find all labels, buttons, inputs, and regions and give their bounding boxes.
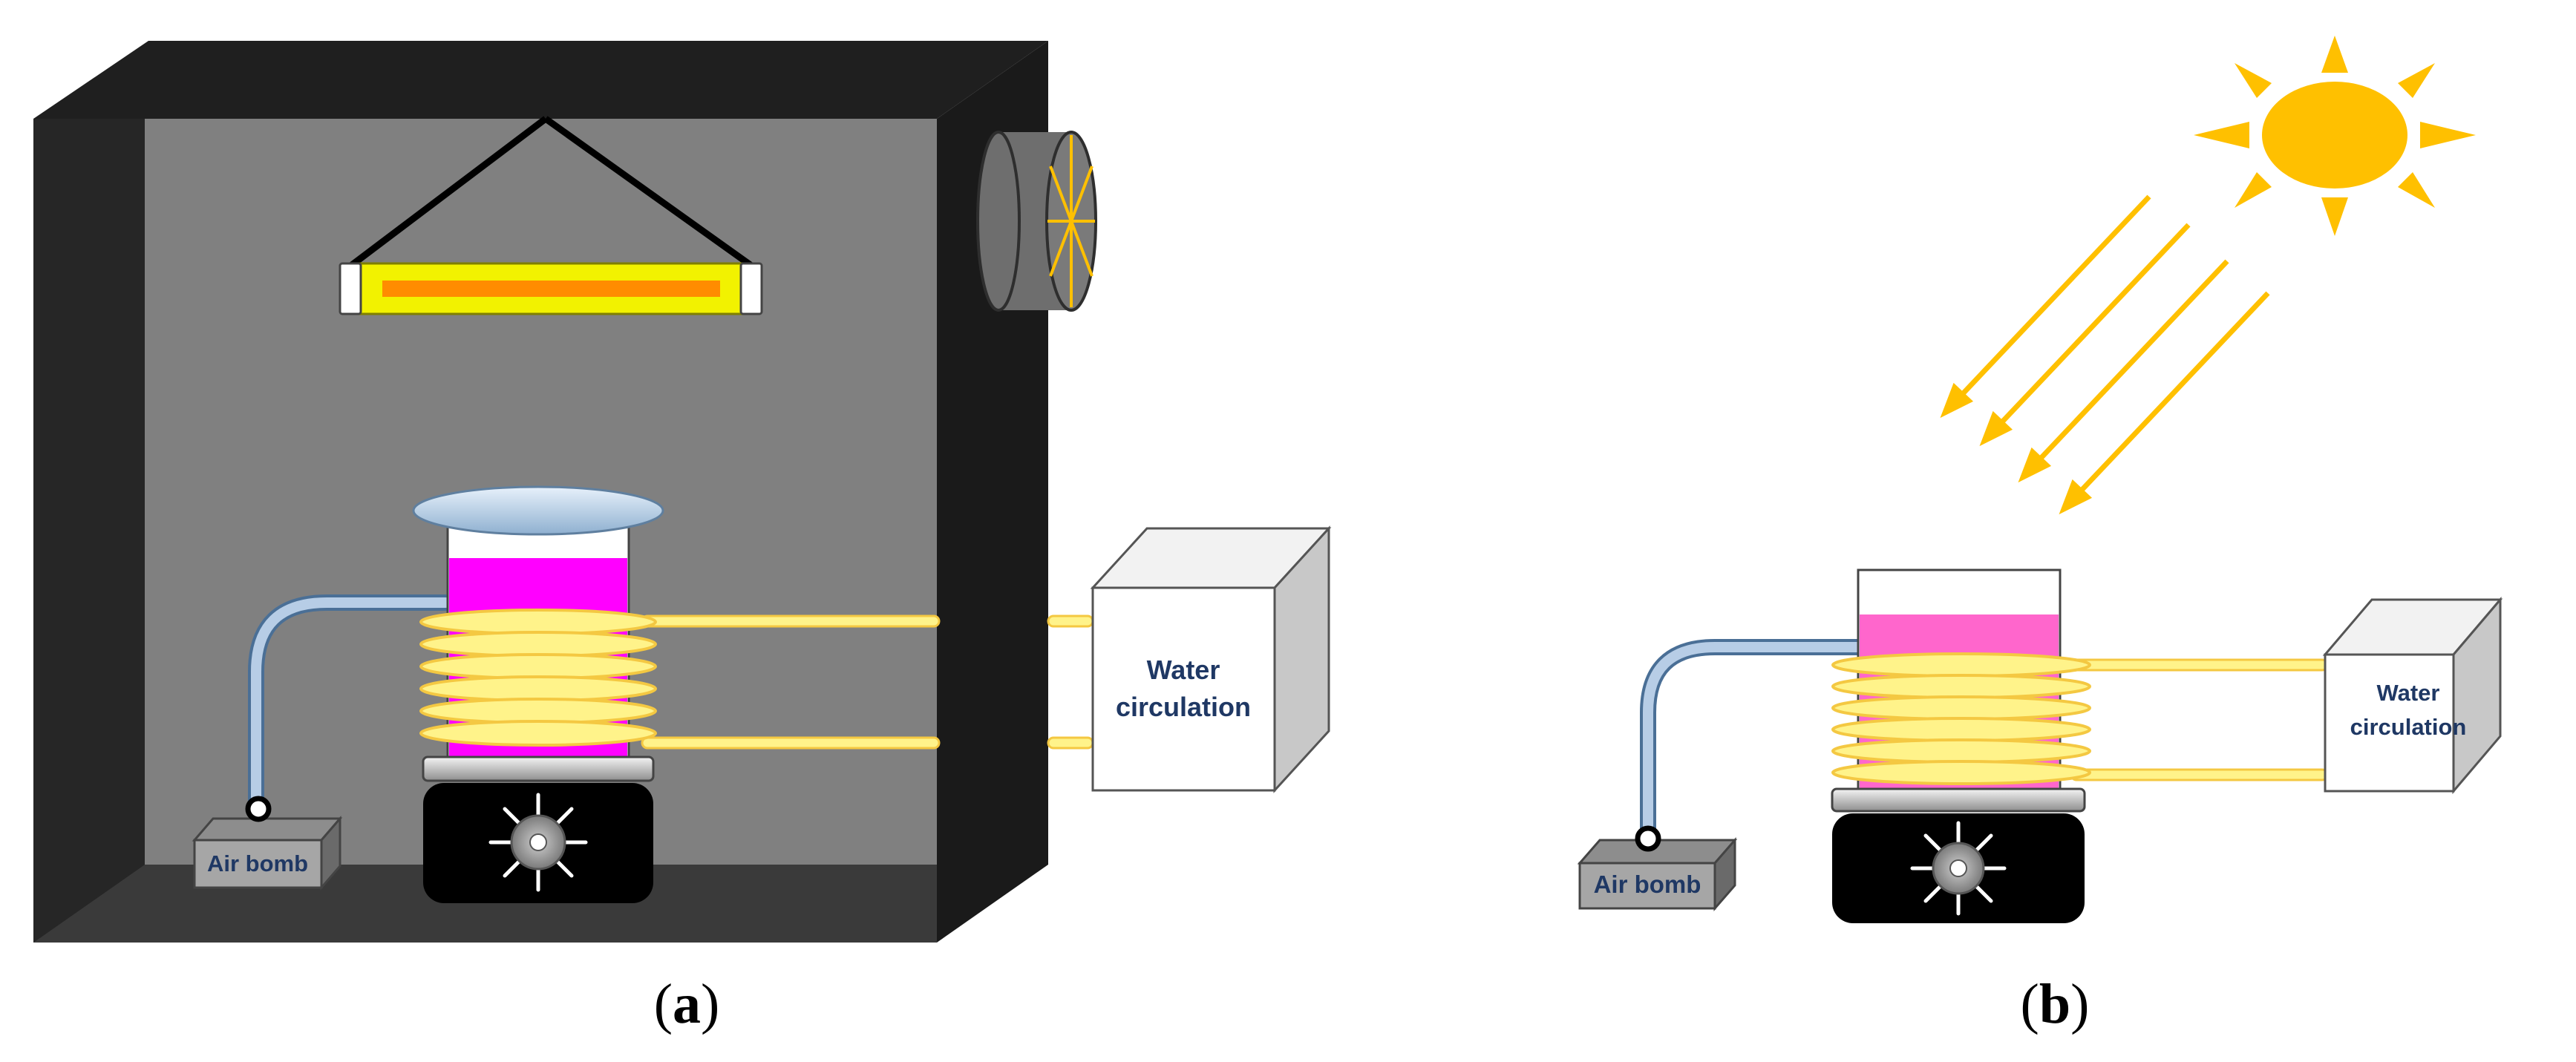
hose-lower-outside [1047,736,1094,750]
air-tube-a [251,597,451,814]
water-hoses-b [2070,658,2329,781]
cooling-coil-b [1831,652,2091,785]
water-circulation-label-line2: circulation [1116,692,1251,722]
pump-top [192,817,343,842]
hose-upper-outside [1047,614,1094,628]
pump-front [193,839,323,889]
panel-b: Water circulation [1577,36,2503,1035]
pump-outlet [245,796,272,822]
water-circulation-label-line1: Water [1147,655,1220,685]
water-hoses-a [641,614,1094,750]
pump-outlet-b [1635,825,1661,852]
stirrer-plate-b [1831,787,2086,813]
hose-upper-b [2070,658,2329,672]
lamp-cap-right [739,262,763,315]
fan-housing-back [976,131,1021,312]
cube-front-b [2324,653,2455,793]
magnetic-stirrer-a [422,755,655,903]
stirrer-knob-icon [488,793,588,892]
stirrer-knob-icon-b [1910,821,2007,916]
stirrer-plate [422,755,655,782]
chamber-top-face [33,41,1048,119]
cube-front [1091,586,1276,792]
air-pump-label: Air bomb [207,850,308,876]
chamber-inner-left-wall [33,119,145,943]
water-circulation-label-line1-b: Water [2377,680,2440,706]
sun-rays [1940,194,2270,515]
sun-icon [2194,36,2476,236]
panel-b-caption: (b) [2021,973,2090,1035]
hose-lower [641,736,941,750]
lamp-cap-left [339,262,362,315]
hose-upper [641,614,941,628]
lamp-filament [382,281,720,297]
water-circulation-label-line2-b: circulation [2350,714,2467,740]
air-tube-b [1643,642,1865,840]
air-pump-a: Air bomb [192,796,343,891]
uv-lamp [339,116,763,315]
panel-a: Water circulation [33,41,1332,1035]
air-pump-label-b: Air bomb [1594,871,1701,898]
air-pump-b: Air bomb [1577,825,1738,912]
hose-lower-b [2070,768,2329,781]
panel-b-letter: b [2039,973,2070,1035]
pump-front-b [1578,862,1716,910]
cooling-coil-a [419,609,657,747]
water-circulation-unit-b: Water circulation [2322,596,2503,795]
beaker-lid [412,485,664,536]
lamp-wire-left [347,116,548,270]
air-tube-b-outline [1640,639,1868,843]
lamp-wire-right [543,116,756,270]
magnetic-stirrer-b [1831,787,2086,923]
panel-a-letter: a [673,973,701,1035]
panel-a-caption: (a) [654,973,720,1035]
water-circulation-unit-a: Water circulation [1090,525,1332,793]
fan-blades-icon [1047,135,1095,307]
exhaust-fan [976,131,1097,312]
